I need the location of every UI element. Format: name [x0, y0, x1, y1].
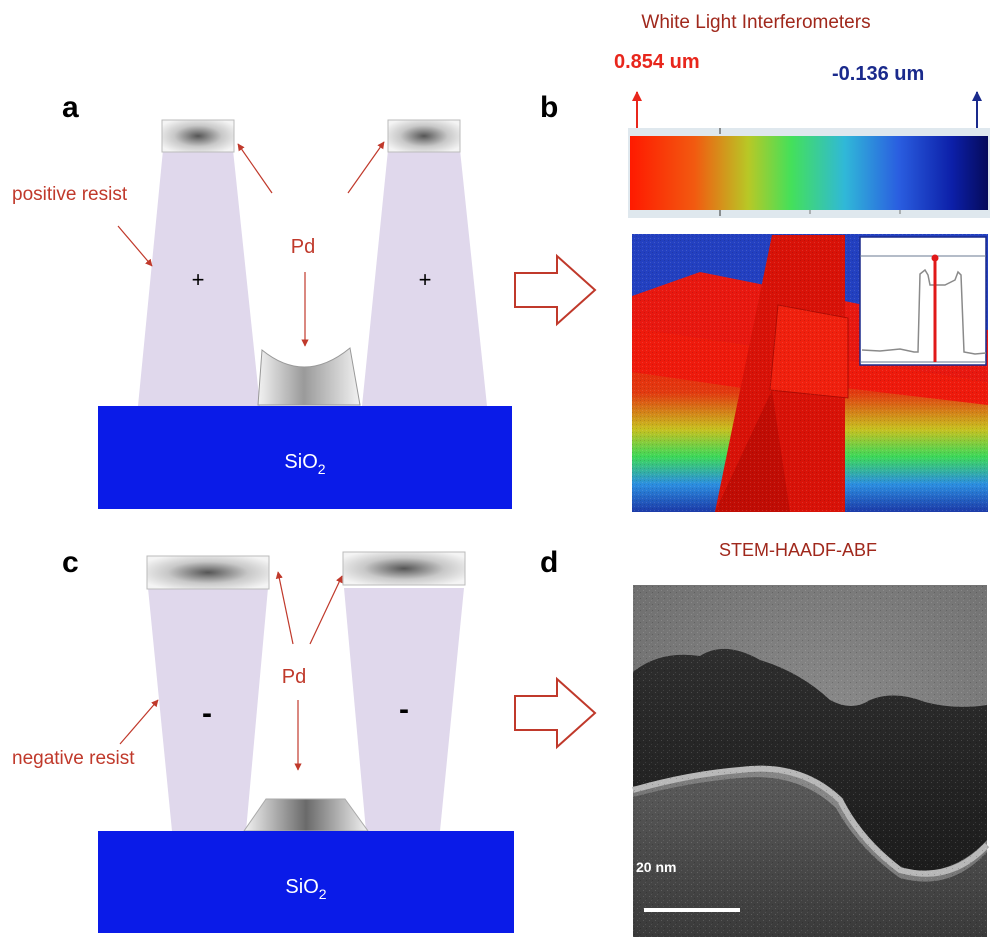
resist-pointer-arrow-a	[117, 225, 153, 267]
panel-a: a SiO2 + + positive resist Pd	[12, 91, 512, 509]
pd-deposit-c	[243, 798, 369, 832]
stem-title: STEM-HAADF-ABF	[719, 540, 877, 560]
height-colorbar	[630, 136, 988, 210]
panel-d: d STEM-HAADF-ABF 20 nm	[540, 540, 990, 937]
pd-cap-left-c	[146, 555, 270, 590]
positive-resist-label: positive resist	[12, 184, 128, 205]
max-height-label: 0.854 um	[614, 51, 700, 73]
positive-resist-left-pillar	[138, 150, 260, 406]
substrate-label-c: SiO2	[285, 876, 326, 902]
panel-a-letter: a	[62, 91, 79, 124]
panel-d-letter: d	[540, 546, 558, 579]
panel-b-letter: b	[540, 91, 558, 124]
negative-resist-right-pillar	[344, 588, 464, 831]
panel-b: b White Light Interferometers 0.854 um -…	[540, 12, 990, 512]
wli-title: White Light Interferometers	[641, 12, 870, 33]
sio2-substrate-c	[98, 831, 514, 933]
pd-arrow-left-c	[275, 571, 294, 645]
negative-sign-left: -	[202, 697, 212, 730]
right-arrow-icon	[514, 253, 597, 327]
panel-c: c SiO2 - - negative resist Pd	[12, 546, 514, 933]
pd-cap-right	[387, 119, 461, 153]
panel-c-letter: c	[62, 546, 79, 579]
pd-cap-left	[161, 119, 235, 153]
scale-bar-label: 20 nm	[636, 859, 676, 875]
negative-resist-left-pillar	[148, 588, 268, 831]
stem-noise	[633, 585, 987, 937]
positive-resist-right-pillar	[362, 150, 487, 406]
profile-inset	[859, 236, 987, 366]
pd-cap-right-c	[342, 551, 466, 586]
pd-deposit	[257, 347, 361, 406]
negative-sign-right: -	[399, 693, 409, 726]
resist-pointer-arrow-c	[119, 699, 159, 745]
min-height-label: -0.136 um	[832, 63, 924, 85]
substrate-label-a: SiO2	[284, 451, 325, 477]
negative-resist-label: negative resist	[12, 748, 135, 769]
pd-label-a: Pd	[291, 236, 315, 258]
positive-sign-left: +	[192, 267, 205, 292]
sio2-substrate-a	[98, 406, 512, 509]
pd-label-c: Pd	[282, 666, 306, 688]
pd-arrow-right-c	[309, 575, 343, 645]
stem-micrograph: 20 nm	[632, 585, 990, 937]
pd-arrow-left-a	[237, 143, 273, 194]
right-arrow-icon	[514, 676, 597, 750]
height-map-3d	[632, 234, 988, 512]
scale-bar	[644, 908, 740, 912]
profile-cursor-handle	[931, 254, 939, 262]
pd-arrow-right-a	[347, 141, 385, 194]
profile-trace	[861, 268, 987, 355]
positive-sign-right: +	[419, 267, 432, 292]
